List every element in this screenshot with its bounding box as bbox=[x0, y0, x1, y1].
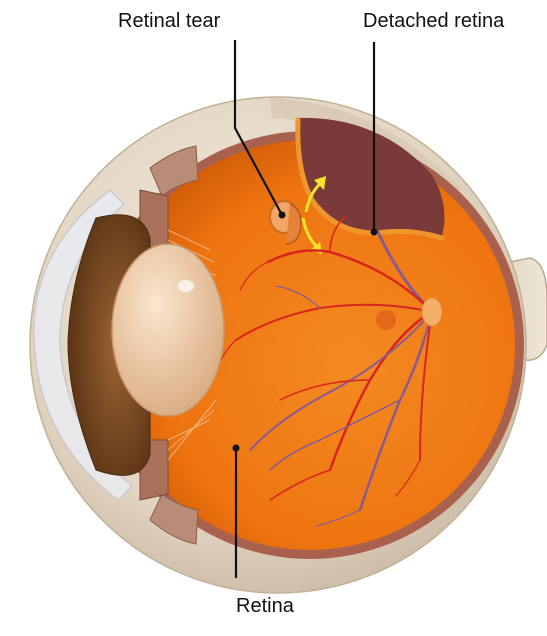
lens bbox=[112, 244, 224, 416]
label-detached-retina: Detached retina bbox=[363, 11, 504, 31]
leader-dot-retina bbox=[233, 445, 240, 452]
label-retina: Retina bbox=[236, 596, 294, 616]
leader-dot-retinal-tear bbox=[279, 212, 286, 219]
macula bbox=[376, 310, 396, 330]
optic-disc bbox=[422, 298, 442, 326]
lens-highlight bbox=[178, 280, 194, 292]
leader-dot-detached-retina bbox=[371, 229, 378, 236]
label-retinal-tear: Retinal tear bbox=[118, 11, 220, 31]
